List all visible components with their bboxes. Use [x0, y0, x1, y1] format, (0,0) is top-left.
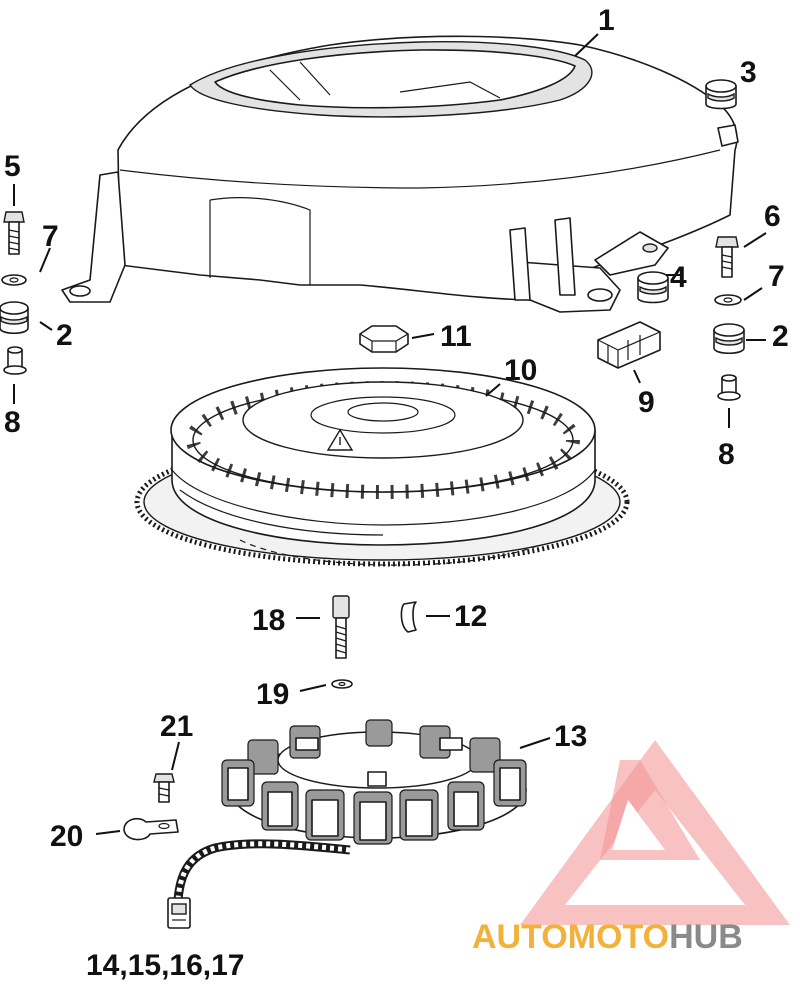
callout-9: 9: [638, 386, 655, 419]
callout-18: 18: [252, 604, 285, 637]
callout-1: 1: [598, 4, 615, 37]
callout-7-left: 7: [42, 220, 59, 253]
callout-12: 12: [454, 600, 487, 633]
callout-6: 6: [764, 200, 781, 233]
screw-18: [332, 595, 350, 659]
callout-7-right: 7: [768, 260, 785, 293]
watermark-auto: AUTO: [472, 918, 568, 956]
callout-20: 20: [50, 820, 83, 853]
watermark-moto: MOTO: [568, 918, 669, 956]
callout-10: 10: [504, 354, 537, 387]
callout-19: 19: [256, 678, 289, 711]
callout-13: 13: [554, 720, 587, 753]
stator-13: [221, 719, 527, 845]
watermark-text: AUTOMOTOHUB: [472, 918, 743, 956]
grommet-4: [637, 271, 669, 304]
callout-8-left: 8: [4, 406, 21, 439]
washer-19: [331, 679, 353, 689]
bolt-6: [715, 236, 739, 278]
bolt-5: [3, 211, 25, 255]
flywheel-10: [134, 367, 630, 567]
key-12: [400, 601, 417, 633]
nut-11: [359, 325, 409, 353]
leader-lines: [13, 33, 767, 835]
watermark-logo: [520, 740, 790, 925]
grommet-2-left: [0, 301, 29, 335]
callout-14-17: 14,15,16,17: [86, 949, 244, 982]
callout-labels: 1 3 5 7 2 8 6 4 7 2 8 9 10 11 12 18 19 2…: [4, 4, 789, 982]
callout-4: 4: [670, 261, 687, 294]
watermark-hub: HUB: [669, 918, 743, 956]
callout-8-right: 8: [718, 438, 735, 471]
callout-11: 11: [440, 320, 472, 353]
connector-9: [597, 321, 661, 369]
washer-7-left: [1, 274, 27, 286]
screw-21: [153, 773, 175, 803]
clamp-20: [123, 817, 179, 841]
callout-5: 5: [4, 150, 21, 183]
wire-harness: [167, 839, 351, 929]
callout-21: 21: [160, 710, 193, 743]
grommet-3: [705, 79, 737, 110]
washer-7-right: [714, 294, 742, 306]
callout-2-right: 2: [772, 320, 789, 353]
sleeve-8-left: [3, 346, 27, 375]
callout-3: 3: [740, 56, 757, 89]
sleeve-8-right: [717, 374, 741, 401]
flywheel-cover: [61, 35, 739, 313]
callout-2-left: 2: [56, 319, 73, 352]
grommet-2-right: [713, 323, 745, 355]
